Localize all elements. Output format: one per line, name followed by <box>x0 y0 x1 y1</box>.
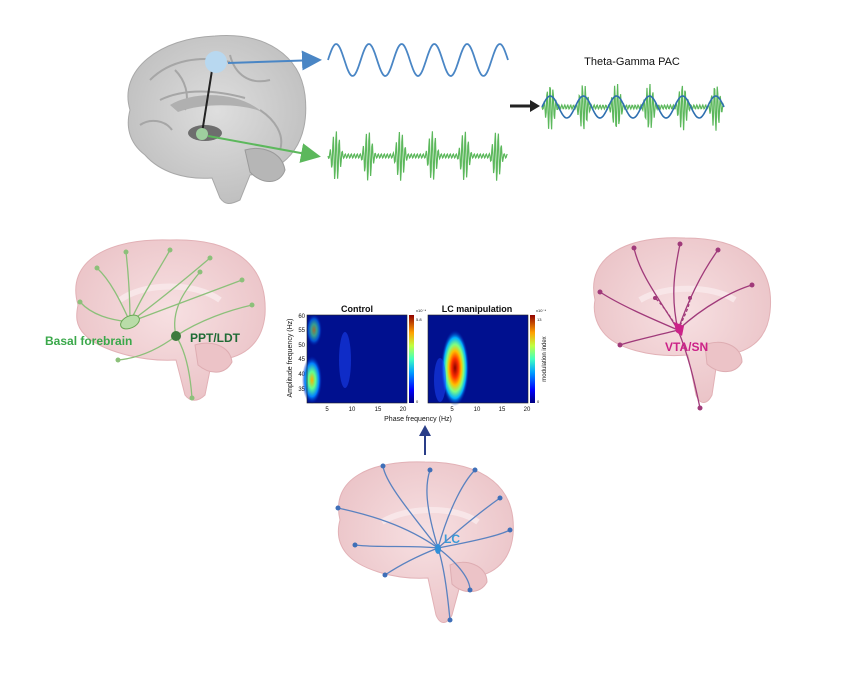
control-title: Control <box>341 304 373 314</box>
lc-label: LC <box>444 532 460 546</box>
colorbar-label: modulation index <box>542 336 548 381</box>
control-x-tick-15: 15 <box>375 407 382 413</box>
control-cbar-min: 0 <box>416 399 419 404</box>
pac-comodulograms: Amplitude frequency (Hz) 60 55 50 45 40 … <box>287 304 548 423</box>
ppt-ldt-nucleus <box>171 331 181 341</box>
noradrenergic-brain-illustration <box>337 461 514 623</box>
control-cbar-scale: x10⁻⁴ <box>416 308 427 313</box>
cholinergic-brain-illustration <box>75 239 266 401</box>
control-cbar-max: 5.8 <box>416 317 422 322</box>
noradrenergic-terminals <box>335 463 513 623</box>
basal-forebrain-nucleus <box>120 314 140 330</box>
y-tick-45: 45 <box>298 357 305 363</box>
control-heatmap <box>302 314 408 404</box>
vta-sn-label: VTA/SN <box>665 340 708 354</box>
lc-manipulation-title: LC manipulation <box>442 304 513 314</box>
lc-x-tick-5: 5 <box>450 407 454 413</box>
ppt-ldt-label: PPT/LDT <box>190 331 241 345</box>
control-x-ticks: 5 10 15 20 <box>325 407 407 413</box>
control-x-tick-10: 10 <box>349 407 356 413</box>
lc-x-ticks: 5 10 15 20 <box>450 407 531 413</box>
control-x-tick-20: 20 <box>400 407 407 413</box>
theta-source-node <box>205 51 227 73</box>
gamma-wave <box>327 131 508 181</box>
y-tick-50: 50 <box>298 343 305 349</box>
heatmap-xlabel: Phase frequency (Hz) <box>384 416 452 423</box>
pac-title: Theta-Gamma PAC <box>584 56 680 68</box>
lc-x-tick-10: 10 <box>474 407 481 413</box>
theta-arrow <box>227 50 322 71</box>
cholinergic-terminals <box>77 247 255 401</box>
lc-colorbar <box>530 315 535 403</box>
y-tick-60: 60 <box>298 314 305 320</box>
control-colorbar <box>409 315 414 403</box>
pac-arrow-head <box>530 100 540 112</box>
y-tick-labels: 60 55 50 45 40 35 <box>298 314 305 393</box>
control-x-tick-5: 5 <box>325 407 329 413</box>
lc-cbar-min: 0 <box>537 399 540 404</box>
lc-cbar-max: 13 <box>537 317 542 322</box>
y-tick-40: 40 <box>298 372 305 378</box>
pac-theta-wave <box>541 95 725 119</box>
lc-manipulation-heatmap <box>427 314 529 406</box>
pac-gamma-wave <box>541 83 725 131</box>
gamma-arrow <box>207 135 321 163</box>
noradrenergic-projections <box>337 465 511 621</box>
vta-sn-nucleus <box>674 322 684 336</box>
basal-forebrain-label: Basal forebrain <box>45 334 132 348</box>
lc-x-tick-15: 15 <box>499 407 506 413</box>
gray-brain-illustration <box>127 35 307 204</box>
lc-x-tick-20: 20 <box>524 407 531 413</box>
electrode-line <box>201 63 214 134</box>
theta-wave <box>327 43 509 77</box>
lc-cbar-scale: x10⁻⁴ <box>536 308 547 313</box>
y-tick-55: 55 <box>298 328 305 334</box>
gamma-source-node <box>196 128 208 140</box>
lc-nucleus <box>435 544 441 554</box>
heatmap-ylabel: Amplitude frequency (Hz) <box>287 319 294 398</box>
lc-to-heatmap-arrow-head <box>419 425 431 436</box>
y-tick-35: 35 <box>298 387 305 393</box>
dopaminergic-terminals <box>597 241 755 411</box>
